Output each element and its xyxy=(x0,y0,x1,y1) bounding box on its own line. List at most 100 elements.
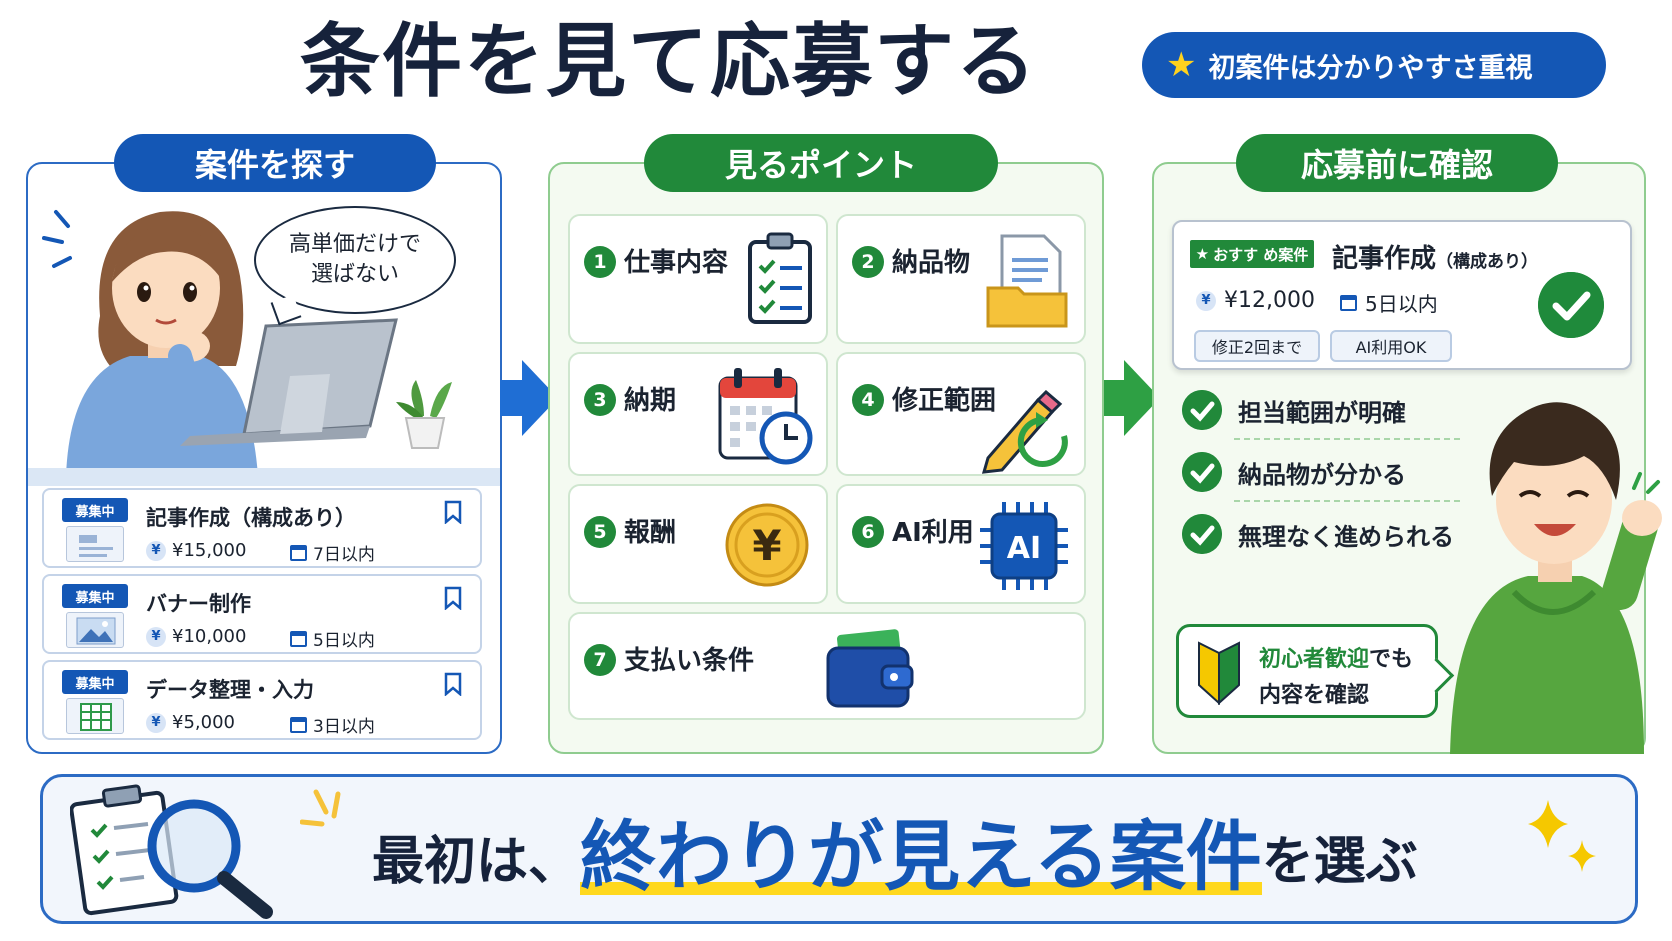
tip-badge: ★ 初案件は分かりやすさ重視 xyxy=(1142,32,1606,98)
check-icon xyxy=(1182,514,1222,554)
point-label: 仕事内容 xyxy=(624,248,729,278)
arrow-right-icon xyxy=(500,380,524,416)
job-title: データ整理・入力 xyxy=(146,678,314,702)
job-listing[interactable]: 募集中 バナー制作 ¥ ¥10,000 5日以内 xyxy=(42,574,482,654)
recommended-price: ¥ ¥12,000 xyxy=(1196,288,1315,313)
divider xyxy=(1234,500,1460,502)
check-item: 無理なく進められる xyxy=(1182,514,1454,554)
job-price: ¥ ¥5,000 xyxy=(146,712,235,733)
point-card-payment-terms: 7 支払い条件 xyxy=(568,612,1086,720)
point-label: 報酬 xyxy=(624,518,677,548)
job-listing[interactable]: 募集中 データ整理・入力 ¥ ¥5,000 3日以内 xyxy=(42,660,482,740)
divider xyxy=(1234,438,1460,440)
sparkle-icon xyxy=(1528,800,1596,872)
bottom-message: 最初は、 終わりが見える案件 を選ぶ xyxy=(372,798,1418,902)
calendar-icon xyxy=(290,544,307,561)
calendar-clock-icon xyxy=(718,368,813,465)
bookmark-icon[interactable] xyxy=(444,500,462,524)
beginner-mark-icon xyxy=(1198,641,1240,705)
point-card-ai-use: 6 AI利用 AI xyxy=(836,484,1086,604)
star-icon: ★ xyxy=(1166,45,1197,85)
point-number: 3 xyxy=(584,384,616,416)
status-badge: 募集中 xyxy=(62,670,128,694)
pencil-refresh-icon xyxy=(981,390,1068,474)
job-price-value: ¥5,000 xyxy=(172,712,235,733)
recommended-title-main: 記事作成 xyxy=(1332,244,1437,274)
check-item-label: 無理なく進められる xyxy=(1238,522,1454,551)
point-card-work-content: 1 仕事内容 xyxy=(568,214,828,344)
bookmark-icon[interactable] xyxy=(444,672,462,696)
point-number: 2 xyxy=(852,246,884,278)
yen-icon: ¥ xyxy=(1196,290,1216,311)
check-points-heading: 見るポイント xyxy=(644,134,998,192)
clipboard-magnifier-icon xyxy=(70,784,273,919)
job-title: バナー制作 xyxy=(146,592,251,616)
point-number: 1 xyxy=(584,246,616,278)
point-number: 4 xyxy=(852,384,884,416)
point-number: 7 xyxy=(584,644,616,676)
document-folder-icon xyxy=(986,234,1068,328)
point-label: 修正範囲 xyxy=(892,386,997,416)
page-title: 条件を見て応募する xyxy=(300,15,1038,108)
yen-symbol: ¥ xyxy=(752,521,781,570)
status-badge: 募集中 xyxy=(62,584,128,608)
check-points-panel: 見るポイント 1 仕事内容 2 納品物 3 納期 4 xyxy=(548,134,1104,754)
yen-coin-icon: ¥ xyxy=(725,503,809,587)
job-deadline-value: 5日以内 xyxy=(313,631,375,651)
recommended-tag-label: おすす め案件 xyxy=(1213,245,1309,264)
search-jobs-heading: 案件を探す xyxy=(114,134,436,192)
clipboard-checklist-icon xyxy=(748,232,812,324)
condition-pill: AI利用OK xyxy=(1330,330,1452,362)
spreadsheet-thumbnail-icon xyxy=(66,698,124,734)
check-icon xyxy=(1182,390,1222,430)
ai-chip-icon: AI xyxy=(980,502,1068,590)
bookmark-icon[interactable] xyxy=(444,586,462,610)
beginner-highlight: 初心者歓迎 xyxy=(1259,647,1370,672)
status-badge: 募集中 xyxy=(62,498,128,522)
recommended-tag: ★おすす め案件 xyxy=(1190,240,1314,268)
check-item: 納品物が分かる xyxy=(1182,452,1406,492)
bottom-message-pre: 最初は、 xyxy=(372,832,581,892)
check-icon xyxy=(1182,452,1222,492)
point-card-deliverable: 2 納品物 xyxy=(836,214,1086,344)
wallet-icon xyxy=(826,629,914,708)
beginner-rest: でも xyxy=(1369,647,1414,672)
arrow-right-icon xyxy=(1102,380,1126,416)
job-price-value: ¥15,000 xyxy=(172,540,247,561)
bottom-message-emphasis: 終わりが見える案件 xyxy=(580,812,1262,902)
image-thumbnail-icon xyxy=(66,612,124,648)
recommended-job-card[interactable]: ★おすす め案件 記事作成（構成あり） ¥¥12,000 5日以内 修正2回まで… xyxy=(1172,220,1632,370)
speech-line-2: 選ばない xyxy=(310,262,399,287)
job-deadline: 5日以内 xyxy=(290,626,375,651)
bottom-message-post: を選ぶ xyxy=(1261,832,1418,892)
beginner-line-1: 初心者歓迎でも xyxy=(1259,641,1413,673)
calendar-icon xyxy=(290,716,307,733)
job-price: ¥ ¥15,000 xyxy=(146,540,246,561)
recommended-price-value: ¥12,000 xyxy=(1224,288,1315,313)
point-label: 納品物 xyxy=(892,248,971,278)
yen-icon: ¥ xyxy=(146,712,166,733)
recommended-title-note: （構成あり） xyxy=(1436,252,1539,272)
confirm-heading: 応募前に確認 xyxy=(1236,134,1558,192)
yen-icon: ¥ xyxy=(146,626,166,647)
speech-bubble: 高単価だけで 選ばない xyxy=(254,206,456,314)
beginner-line-2: 内容を確認 xyxy=(1259,683,1370,708)
job-deadline-value: 3日以内 xyxy=(313,717,375,737)
beginner-note: 初心者歓迎でも 内容を確認 xyxy=(1176,624,1438,718)
yen-icon: ¥ xyxy=(146,540,166,561)
point-label: 支払い条件 xyxy=(624,646,755,676)
check-item-label: 納品物が分かる xyxy=(1238,460,1406,489)
job-listing[interactable]: 募集中 記事作成（構成あり） ¥¥15,000 7日以内 xyxy=(42,488,482,568)
check-item-label: 担当範囲が明確 xyxy=(1238,398,1406,427)
tip-badge-text: 初案件は分かりやすさ重視 xyxy=(1208,52,1533,84)
job-deadline-value: 7日以内 xyxy=(313,545,375,565)
condition-pill: 修正2回まで xyxy=(1194,330,1320,362)
job-deadline: 7日以内 xyxy=(290,540,375,565)
check-circle-icon xyxy=(1538,272,1604,338)
ai-chip-label: AI xyxy=(1007,531,1041,566)
boy-cheering-illustration xyxy=(1450,402,1662,754)
job-price-value: ¥10,000 xyxy=(172,626,247,647)
job-price: ¥ ¥10,000 xyxy=(146,626,246,647)
point-label: AI利用 xyxy=(892,518,974,548)
point-number: 5 xyxy=(584,516,616,548)
